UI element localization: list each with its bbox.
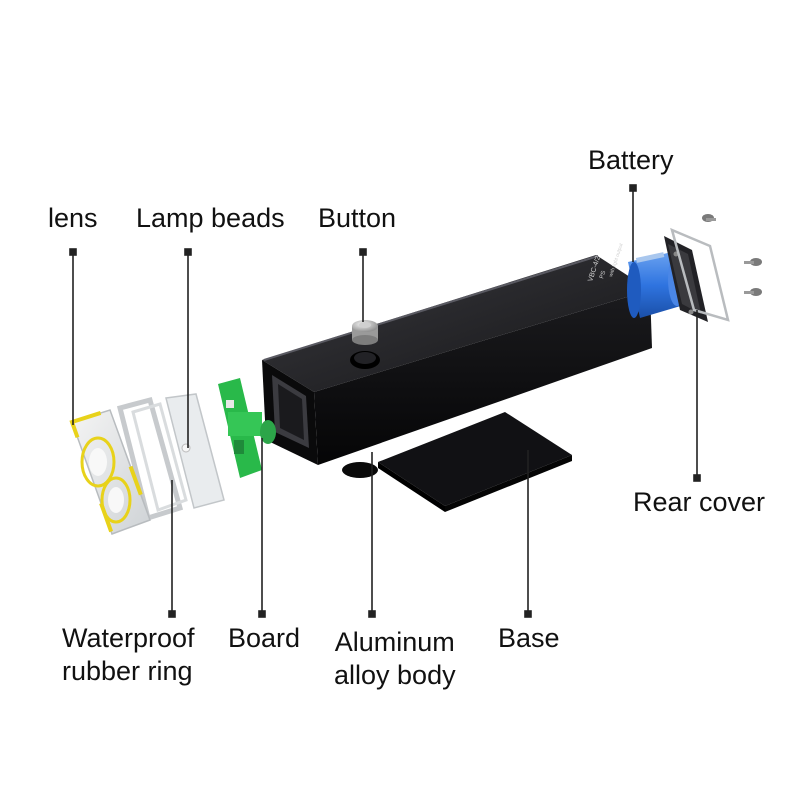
label-rear-cover: Rear cover	[633, 487, 766, 517]
base-plate	[378, 412, 572, 512]
aluminum-body: VBC-4/2 PS with light output	[262, 242, 652, 478]
label-aluminum-alloy-body: Aluminum alloy body	[334, 626, 456, 692]
label-button: Button	[318, 203, 397, 233]
rear-cover-part	[664, 227, 730, 322]
lens-part	[69, 407, 153, 537]
rubber-rings	[116, 396, 188, 522]
leader-lines	[69, 184, 701, 618]
label-base: Base	[498, 623, 560, 653]
label-waterproof-rubber-ring: Waterproof rubber ring	[62, 622, 195, 688]
board-part	[218, 378, 276, 478]
button-part	[352, 320, 378, 345]
label-waterproof-line1: Waterproof	[62, 623, 195, 653]
label-aluminum-line1: Aluminum	[334, 627, 455, 657]
label-lamp-beads: Lamp beads	[136, 203, 285, 233]
body-print-2: PS	[599, 270, 607, 279]
label-board: Board	[228, 623, 301, 653]
label-lens: lens	[48, 203, 98, 233]
screws	[702, 214, 762, 296]
label-waterproof-line2: rubber ring	[62, 655, 193, 686]
label-battery: Battery	[588, 145, 674, 175]
label-aluminum-line2: alloy body	[334, 659, 456, 690]
